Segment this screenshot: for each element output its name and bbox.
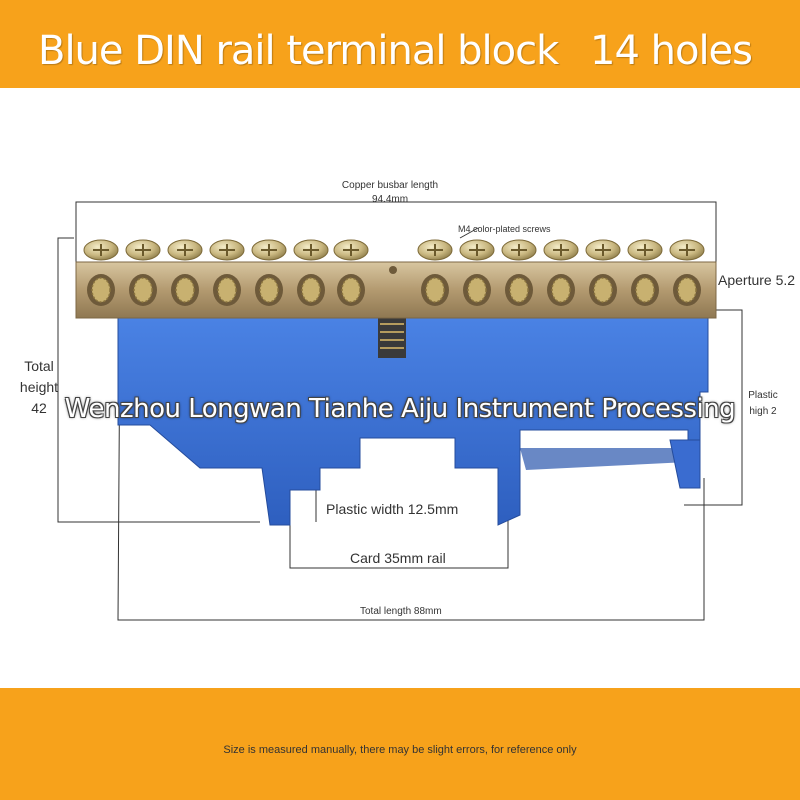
product-title: Blue DIN rail terminal block xyxy=(38,28,559,74)
busbar-length-label: Copper busbar length 94.4mm xyxy=(341,180,439,205)
hole-thread xyxy=(551,277,571,303)
total-length-dimension xyxy=(117,317,705,621)
plastic-body xyxy=(117,317,709,526)
hole-thread xyxy=(259,277,279,303)
top-banner: Blue DIN rail terminal block 14 holes xyxy=(0,0,800,88)
plastic-high-dimension xyxy=(684,309,743,506)
screws-leader xyxy=(459,227,479,239)
copper-busbar xyxy=(75,239,717,319)
hole-thread xyxy=(467,277,487,303)
center-bolt-hole xyxy=(389,266,397,274)
bottom-banner: Size is measured manually, there may be … xyxy=(0,688,800,800)
hole-thread xyxy=(425,277,445,303)
plastic-high-label: Plastic high 2 xyxy=(748,390,778,417)
screws-row xyxy=(83,239,705,261)
hole-thread xyxy=(341,277,361,303)
hole-thread xyxy=(301,277,321,303)
busbar-length-dimension xyxy=(75,201,717,262)
aperture-label: Aperture 5.2 xyxy=(718,272,796,288)
screws-label: M4 color-plated screws xyxy=(458,224,551,234)
total-length-label: Total length 88mm xyxy=(360,606,442,617)
plastic-width-label: Plastic width 12.5mm xyxy=(326,501,459,517)
hole-thread xyxy=(593,277,613,303)
total-height-label: Total height 42 xyxy=(19,358,59,416)
dimension-lines xyxy=(57,201,743,621)
hole-thread xyxy=(635,277,655,303)
hole-count: 14 holes xyxy=(590,28,753,74)
hole-thread xyxy=(509,277,529,303)
rail-label: Card 35mm rail xyxy=(350,550,446,566)
total-height-dimension xyxy=(57,237,260,523)
hole-thread xyxy=(133,277,153,303)
rail-dimension xyxy=(289,520,509,569)
hole-thread xyxy=(175,277,195,303)
holes-row xyxy=(87,266,701,306)
hole-thread xyxy=(677,277,697,303)
rail-clip xyxy=(669,439,701,489)
footer-note: Size is measured manually, there may be … xyxy=(223,744,577,756)
watermark: Wenzhou Longwan Tianhe Aiju Instrument P… xyxy=(64,394,736,424)
hole-thread xyxy=(91,277,111,303)
hole-thread xyxy=(217,277,237,303)
